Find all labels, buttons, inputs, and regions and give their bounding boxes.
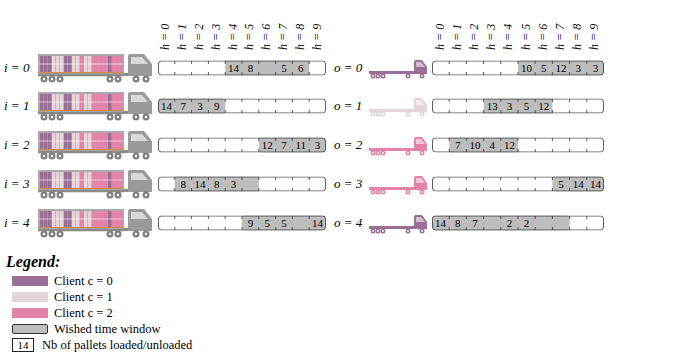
legend-sample-number: 14 — [18, 339, 29, 352]
column-header: h = 3 — [485, 24, 499, 50]
column-header: h = 5 — [244, 24, 258, 50]
pallet-count: 8 — [455, 217, 461, 230]
pallet-count: 3 — [507, 100, 513, 113]
column-header: h = 0 — [160, 24, 174, 50]
legend-swatch — [12, 276, 48, 286]
pallet-count: 10 — [521, 62, 532, 75]
column-header: h = 1 — [176, 24, 190, 50]
pallet-count: 14 — [590, 178, 601, 191]
pallet-count: 8 — [248, 62, 254, 75]
column-header: h = 0 — [434, 24, 448, 50]
column-header: h = 2 — [193, 24, 207, 50]
pallet-count: 12 — [556, 62, 567, 75]
pallet-count: 9 — [248, 217, 254, 230]
outbound-truck-label: o = 2 — [334, 138, 362, 153]
pallet-count: 7 — [281, 139, 287, 152]
pallet-count: 14 — [435, 217, 446, 230]
pallet-count: 12 — [262, 139, 273, 152]
pallet-count: 6 — [298, 62, 304, 75]
pallet-count: 8 — [214, 178, 220, 191]
pallet-count: 14 — [195, 178, 206, 191]
pallet-count: 7 — [180, 100, 186, 113]
outbound-truck-label: o = 3 — [334, 177, 362, 192]
pallet-count: 2 — [507, 217, 513, 230]
pallet-count: 3 — [231, 178, 237, 191]
pallet-count: 14 — [228, 62, 239, 75]
legend-swatch — [12, 292, 48, 302]
legend-text: Client c = 0 — [54, 274, 113, 288]
pallet-count: 5 — [524, 100, 530, 113]
pallet-count: 14 — [312, 217, 323, 230]
legend-text: Client c = 1 — [54, 290, 113, 304]
column-header: h = 7 — [554, 24, 568, 50]
column-header: h = 9 — [311, 24, 325, 50]
pallet-count: 7 — [472, 217, 478, 230]
inbound-truck-label: i = 3 — [4, 177, 29, 192]
pallet-count: 13 — [487, 100, 498, 113]
column-header: h = 7 — [277, 24, 291, 50]
legend-text: Wished time window — [54, 322, 160, 336]
inbound-truck-label: i = 2 — [4, 138, 29, 153]
pallet-count: 3 — [197, 100, 203, 113]
outbound-truck-label: o = 4 — [334, 216, 362, 231]
legend-text: Nb of pallets loaded/unloaded — [42, 338, 192, 352]
column-header: h = 6 — [260, 24, 274, 50]
pallet-count: 14 — [161, 100, 172, 113]
pallet-count: 3 — [315, 139, 321, 152]
pallet-count: 12 — [504, 139, 515, 152]
pallet-count: 5 — [558, 178, 564, 191]
pallet-count: 2 — [524, 217, 530, 230]
column-header: h = 6 — [537, 24, 551, 50]
pallet-count: 7 — [455, 139, 461, 152]
pallet-count: 3 — [575, 62, 581, 75]
inbound-truck-label: i = 0 — [4, 61, 29, 76]
legend-swatch — [12, 308, 48, 318]
column-header: h = 2 — [468, 24, 482, 50]
column-header: h = 5 — [520, 24, 534, 50]
inbound-truck-label: i = 4 — [4, 216, 29, 231]
inbound-truck-label: i = 1 — [4, 99, 29, 114]
column-header: h = 1 — [451, 24, 465, 50]
pallet-count: 12 — [538, 100, 549, 113]
column-header: h = 3 — [210, 24, 224, 50]
pallet-count: 5 — [264, 217, 270, 230]
column-header: h = 9 — [589, 24, 603, 50]
pallet-count: 5 — [541, 62, 547, 75]
legend-text: Client c = 2 — [54, 306, 113, 320]
column-header: h = 4 — [227, 24, 241, 50]
column-header: h = 4 — [503, 24, 517, 50]
column-header: h = 8 — [294, 24, 308, 50]
pallet-count: 8 — [180, 178, 186, 191]
legend-swatch — [12, 324, 48, 334]
pallet-count: 11 — [296, 139, 307, 152]
outbound-truck-label: o = 0 — [334, 61, 362, 76]
pallet-count: 5 — [281, 217, 287, 230]
pallet-count: 5 — [281, 62, 287, 75]
pallet-count: 10 — [470, 139, 481, 152]
pallet-count: 3 — [593, 62, 599, 75]
outbound-truck-label: o = 1 — [334, 99, 362, 114]
column-header: h = 8 — [571, 24, 585, 50]
legend-heading: Legend: — [6, 253, 60, 271]
pallet-count: 14 — [573, 178, 584, 191]
pallet-count: 9 — [214, 100, 220, 113]
pallet-count: 4 — [489, 139, 495, 152]
